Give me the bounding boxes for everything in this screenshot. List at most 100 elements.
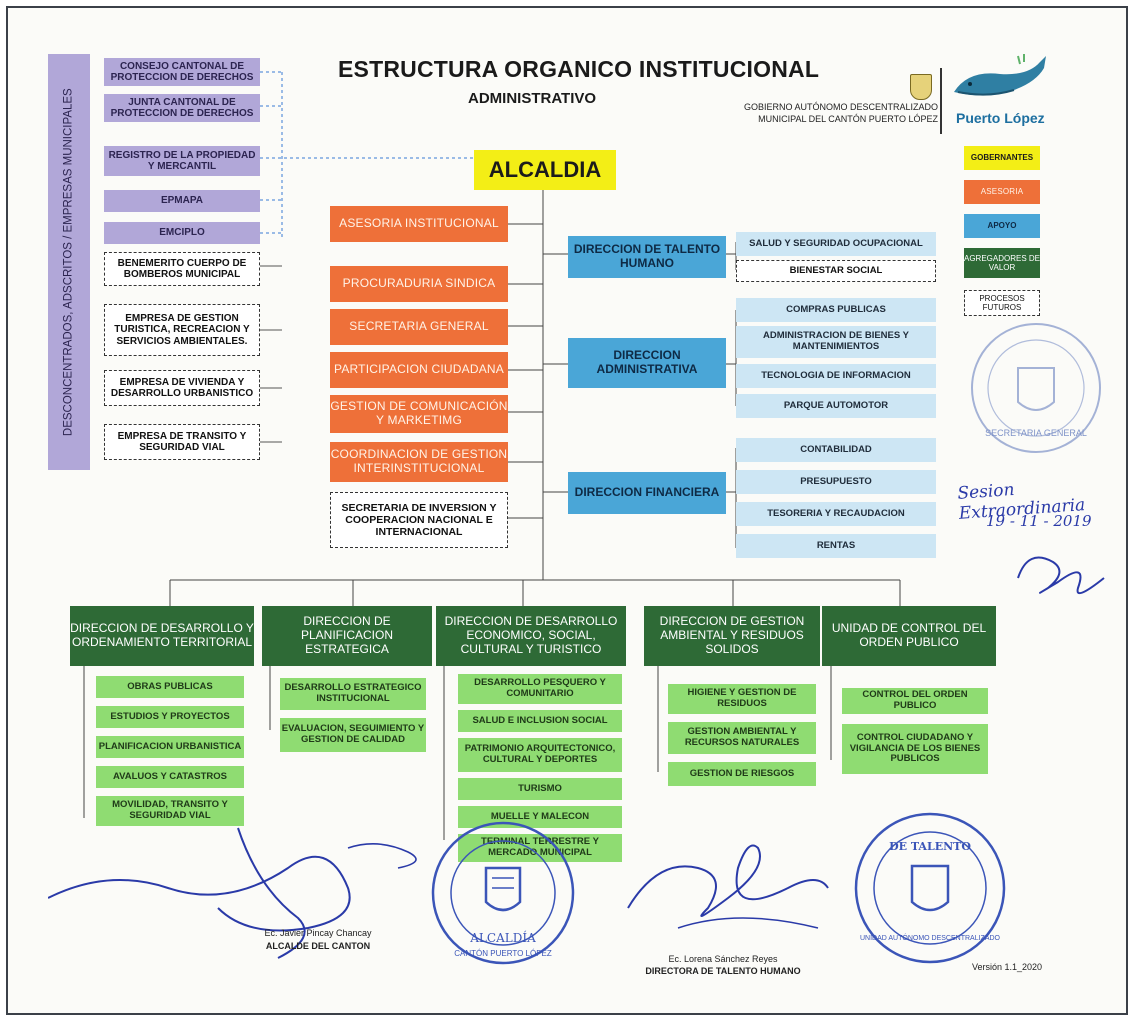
left-entity-label: EMPRESA DE VIVIENDA Y DESARROLLO URBANIS… [110,376,254,400]
legend-asesoria: ASESORIA [964,180,1040,204]
page-subtitle: ADMINISTRATIVO [468,90,597,107]
signature-right-name: Ec. Lorena Sánchez Reyes [668,954,778,964]
apoyo-item: PRESUPUESTO [736,470,936,494]
apoyo-item: TESORERIA Y RECAUDACION [736,502,936,526]
asesoria-label: COORDINACION DE GESTION INTERINSTITUCION… [330,447,508,475]
apoyo-item: RENTAS [736,534,936,558]
talento-stamp-text: DE TALENTO [889,840,971,853]
agregador-head-label: DIRECCION DE PLANIFICACION ESTRATEGICA [300,614,393,656]
legend-label: GOBERNANTES [970,153,1034,163]
agregador-item: MOVILIDAD, TRANSITO Y SEGURIDAD VIAL [96,796,244,826]
agregador-item: PLANIFICACION URBANISTICA [96,736,244,758]
left-entity-bomberos: BENEMERITO CUERPO DE BOMBEROS MUNICIPAL [104,252,260,286]
agregador-item: ESTUDIOS Y PROYECTOS [96,706,244,728]
agregador-item: EVALUACION, SEGUIMIENTO Y GESTION DE CAL… [280,718,426,752]
gov-line-1: GOBIERNO AUTÓNOMO DESCENTRALIZADO [743,102,938,112]
agregador-item: TURISMO [458,778,622,800]
logo-text: Puerto López [956,110,1045,126]
left-entity-vivienda: EMPRESA DE VIVIENDA Y DESARROLLO URBANIS… [104,370,260,406]
agregador-item: CONTROL CIUDADANO Y VIGILANCIA DE LOS BI… [842,724,988,774]
gov-line-2: MUNICIPAL DEL CANTÓN PUERTO LÓPEZ [758,114,938,124]
talento-humano-stamp: DE TALENTO UNIDAD AUTÓNOMO DESCENTRALIZA… [854,812,1006,964]
legend-label: APOYO [987,221,1017,231]
apoyo-item-label: ADMINISTRACION DE BIENES Y MANTENIMIENTO… [762,330,910,352]
agregador-item-label: OBRAS PUBLICAS [127,680,213,692]
gestion-comunicacion: GESTION DE COMUNICACIÓN Y MARKETIMG [330,395,508,433]
alcaldia-box: ALCALDIA [474,150,616,190]
alcaldia-stamp: ALCALDÍA CANTÓN PUERTO LÓPEZ [431,821,575,965]
apoyo-item-label: CONTABILIDAD [800,443,872,455]
direccion-financiera: DIRECCION FINANCIERA [568,472,726,514]
legend-label: PROCESOS FUTUROS [979,293,1025,312]
alcaldia-label: ALCALDIA [488,157,602,183]
agregador-item: PATRIMONIO ARQUITECTONICO, CULTURAL Y DE… [458,738,622,772]
asesoria-label: ASESORIA INSTITUCIONAL [339,216,499,231]
apoyo-item-label: COMPRAS PUBLICAS [786,303,886,315]
signature-left-name: Ec. Javier Pincay Chancay [264,928,372,938]
agregador-item: SALUD E INCLUSION SOCIAL [458,710,622,732]
signature-left-role: ALCALDE DEL CANTON [265,941,371,951]
agregador-item: HIGIENE Y GESTION DE RESIDUOS [668,684,816,714]
agregador-item-label: HIGIENE Y GESTION DE RESIDUOS [687,687,797,709]
agregador-item-label: CONTROL CIUDADANO Y VIGILANCIA DE LOS BI… [849,731,981,765]
apoyo-item: TECNOLOGIA DE INFORMACION [736,364,936,388]
handwritten-date: 19 - 11 - 2019 [986,512,1092,530]
agregador-item-label: AVALUOS Y CATASTROS [112,770,227,782]
agregador-head-label: DIRECCION DE GESTION AMBIENTAL Y RESIDUO… [659,614,805,656]
agregador-item-label: PLANIFICACION URBANISTICA [98,740,242,752]
left-entity-transito: EMPRESA DE TRANSITO Y SEGURIDAD VIAL [104,424,260,460]
apoyo-item: CONTABILIDAD [736,438,936,462]
direccion-talento-humano: DIRECCION DE TALENTO HUMANO [568,236,726,278]
coordinacion-gestion: COORDINACION DE GESTION INTERINSTITUCION… [330,442,508,482]
agregador-head-label: DIRECCION DE DESARROLLO Y ORDENAMIENTO T… [70,621,254,649]
talento-stamp-ring: UNIDAD AUTÓNOMO DESCENTRALIZADO [860,933,1001,942]
agregador-item-label: DESARROLLO PESQUERO Y COMUNITARIO [474,677,606,699]
handwritten-signature-left [48,827,417,959]
agregador-item-label: PATRIMONIO ARQUITECTONICO, CULTURAL Y DE… [464,743,616,765]
apoyo-item-label: TESORERIA Y RECAUDACION [767,507,905,519]
alcaldia-stamp-text: ALCALDÍA [469,930,536,945]
agregador-item-label: GESTION DE RIESGOS [689,767,795,779]
procuraduria-sindica: PROCURADURIA SINDICA [330,266,508,302]
connector-lines [83,71,901,840]
secretaria-stamp: SECRETARIA GENERAL [971,323,1101,453]
apoyo-item-label: PARQUE AUTOMOTOR [783,399,889,411]
left-entity-label: EMCIPLO [159,227,205,239]
secretaria-inversion-label: SECRETARIA DE INVERSION Y COOPERACION NA… [341,501,497,539]
agregador-item-label: TERMINAL TERRESTRE Y MERCADO MUNICIPAL [481,836,599,858]
agregador-item: CONTROL DEL ORDEN PUBLICO [842,688,988,714]
agregador-item-label: CONTROL DEL ORDEN PUBLICO [862,689,968,711]
handwritten-signature-right [1017,556,1105,595]
left-entity-epmapa: EPMAPA [104,190,260,212]
side-label-text: DESCONCENTRADOS, ADSCRITOS / EMPRESAS MU… [62,88,75,436]
legend-label: ASESORIA [980,187,1024,197]
direccion-administrativa: DIRECCION ADMINISTRATIVA [568,338,726,388]
left-entity-label: BENEMERITO CUERPO DE BOMBEROS MUNICIPAL [117,257,247,281]
apoyo-head-label: DIRECCION FINANCIERA [574,485,720,500]
participacion-ciudadana: PARTICIPACION CIUDADANA [330,352,508,388]
legend-procesos-futuros: PROCESOS FUTUROS [964,290,1040,316]
direccion-gestion-ambiental: DIRECCION DE GESTION AMBIENTAL Y RESIDUO… [644,606,820,666]
left-entity-turistica: EMPRESA DE GESTION TURISTICA, RECREACION… [104,304,260,356]
left-entity-label: EMPRESA DE GESTION TURISTICA, RECREACION… [114,312,250,347]
legend-gobernantes: GOBERNANTES [964,146,1040,170]
agregador-head-label: DIRECCION DE DESARROLLO ECONOMICO, SOCIA… [444,614,618,656]
version-label: Versión 1.1_2020 [971,962,1043,972]
agregador-item: TERMINAL TERRESTRE Y MERCADO MUNICIPAL [458,834,622,862]
apoyo-item-label: RENTAS [816,539,856,551]
asesoria-institucional: ASESORIA INSTITUCIONAL [330,206,508,242]
apoyo-item: PARQUE AUTOMOTOR [736,394,936,418]
agregador-item-label: SALUD E INCLUSION SOCIAL [472,714,608,726]
apoyo-item-label: BIENESTAR SOCIAL [789,264,883,276]
left-entity-consejo: CONSEJO CANTONAL DE PROTECCION DE DERECH… [104,58,260,86]
secretaria-stamp-text: SECRETARIA GENERAL [985,428,1087,438]
asesoria-label: GESTION DE COMUNICACIÓN Y MARKETIMG [330,399,508,427]
asesoria-label: SECRETARIA GENERAL [349,319,489,334]
apoyo-item-future: BIENESTAR SOCIAL [736,260,936,282]
left-entity-label: EPMAPA [160,195,204,207]
agregador-item-label: MOVILIDAD, TRANSITO Y SEGURIDAD VIAL [112,799,228,821]
secretaria-general: SECRETARIA GENERAL [330,309,508,345]
document-frame: DESCONCENTRADOS, ADSCRITOS / EMPRESAS MU… [6,6,1128,1015]
side-label-panel: DESCONCENTRADOS, ADSCRITOS / EMPRESAS MU… [48,54,90,470]
apoyo-item-label: SALUD Y SEGURIDAD OCUPACIONAL [749,237,923,249]
